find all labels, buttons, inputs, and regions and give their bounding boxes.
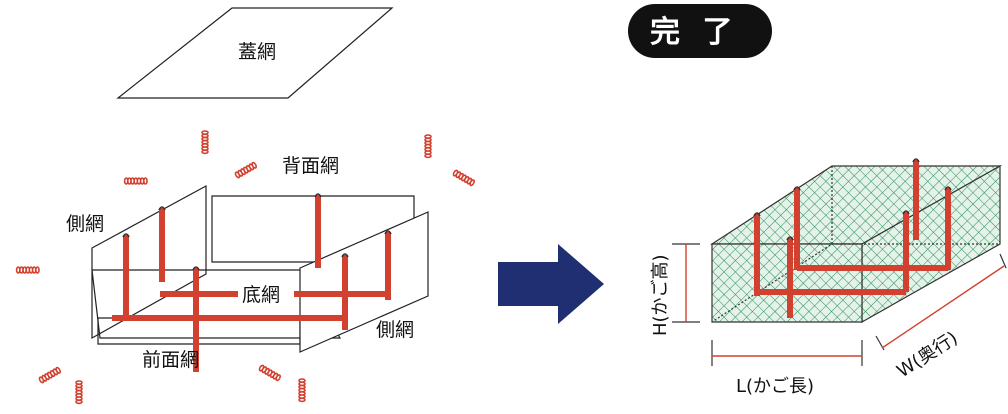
- lid-net-panel: [116, 7, 394, 99]
- completion-badge: 完 了: [628, 4, 772, 58]
- right-side-net-label: 側網: [376, 319, 414, 341]
- exploded-view: 蓋網 背面網 側網 側網 底網 前面網: [15, 7, 476, 405]
- back-net-label: 背面網: [282, 155, 339, 177]
- completed-gabion: H(かご高) L(かご長) W(奥行): [650, 158, 1007, 397]
- connecting-rods-right: [753, 158, 952, 318]
- front-net-label: 前面網: [142, 349, 199, 371]
- bottom-net-panel: [91, 269, 342, 339]
- left-side-net-panel: [91, 184, 207, 340]
- bottom-net-label: 底網: [242, 284, 280, 306]
- width-dimension-label: W(奥行): [893, 328, 961, 383]
- completion-badge-text: 完 了: [650, 15, 738, 50]
- lid-net-label: 蓋網: [238, 41, 276, 63]
- length-dimension-label: L(かご長): [736, 376, 814, 397]
- right-arrow-icon: [498, 244, 604, 324]
- left-side-net-label: 側網: [66, 213, 104, 235]
- height-dimension-label: H(かご高): [650, 254, 671, 336]
